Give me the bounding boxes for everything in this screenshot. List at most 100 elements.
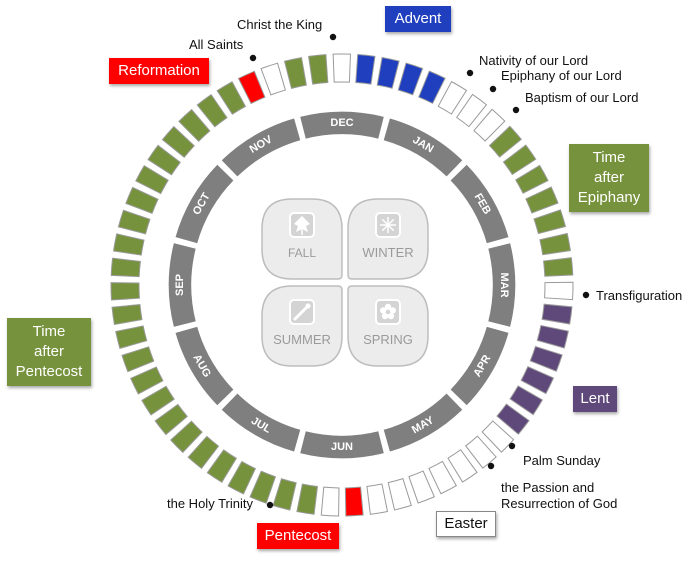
week-segment-42 [115,325,148,350]
leaf-icon [289,212,315,238]
week-segment-24 [447,449,478,483]
week-segment-40 [130,366,164,395]
week-segment-15 [544,281,574,301]
spring-quadrant: SPRING [347,285,429,367]
week-segment-32 [272,478,297,511]
lent-label: Lent [580,390,610,407]
snowflake-icon [375,212,401,238]
week-segment-4 [418,70,446,105]
christ-the-king-note: Christ the King [237,17,323,32]
week-segment-17 [536,324,569,349]
week-segment-12 [533,209,567,235]
fall-quadrant: FALL [261,198,343,280]
week-segment-37 [169,420,203,454]
palm-sunday-dot [508,442,516,450]
month-label-jun: JUN [331,441,353,453]
week-segment-52 [178,108,211,142]
week-segment-25 [428,460,457,495]
week-segment-23 [465,435,497,469]
week-segment-47 [117,209,151,235]
week-segment-34 [227,460,257,495]
month-label-mar: MAR [498,272,510,297]
winter-quadrant: WINTER [347,198,429,280]
transfiguration-note: Transfiguration [596,288,683,303]
epiphany-label-line1: Time [592,149,626,166]
all-saints-dot [249,54,257,62]
week-segment-11 [525,186,559,214]
spring-label: SPRING [363,332,413,347]
week-segment-21 [496,403,530,435]
passion-dot [487,462,495,470]
month-segment-jun [298,429,386,460]
month-segment-nov [219,116,303,179]
week-segment-13 [539,232,571,256]
easter-label: Easter [444,515,488,532]
nativity-dot [466,69,474,77]
pentecost-label-box: Pentecost [257,523,339,549]
summer-label: SUMMER [273,332,331,347]
month-segment-aug [173,324,236,408]
week-segment-51 [161,125,195,158]
month-segment-feb [448,162,511,246]
week-segment-5 [437,80,468,115]
epiphany-dot [489,85,497,93]
pentecost-label: Pentecost [264,527,332,544]
week-segment-19 [520,366,555,395]
after-pentecost-label-line2: after [33,343,64,360]
week-segment-27 [387,478,412,511]
week-segment-30 [320,486,340,517]
week-segment-29 [344,486,364,517]
month-segment-jan [381,116,465,179]
baptism-dot [512,106,520,114]
flower-icon [375,299,401,325]
week-segment-7 [473,108,506,142]
christ-the-king-dot [329,33,337,41]
week-segment-10 [514,164,549,194]
after-pentecost-label-line1: Time [32,323,66,340]
after-pentecost-label-box: Time after Pentecost [7,318,91,386]
week-segment-50 [147,144,181,176]
week-segment-54 [216,81,247,115]
after-pentecost-label-line3: Pentecost [15,363,83,380]
week-segment-9 [502,144,537,176]
transfiguration-dot [582,291,590,299]
month-segment-sep [167,241,198,329]
week-segment-59 [332,53,351,83]
week-segment-49 [135,165,169,195]
month-segment-may [381,391,465,454]
month-segment-apr [448,324,511,408]
week-segment-38 [154,403,188,436]
week-segment-1 [355,54,376,85]
winter-label: WINTER [362,245,413,260]
week-segment-3 [397,62,424,96]
reformation-label: Reformation [118,62,200,79]
month-label-dec: DEC [330,117,353,129]
week-segment-46 [112,233,145,256]
nativity-note: Nativity of our Lord [479,53,589,68]
holy-trinity-dot [266,501,274,509]
week-segment-18 [529,345,563,372]
epiphany-label-line3: Epiphany [577,189,641,206]
advent-label-box: Advent [385,6,451,32]
summer-quadrant: SUMMER [261,285,343,367]
week-segment-8 [488,125,523,158]
season-center: WINTER SPRING SUMMER FALL [261,198,429,367]
month-segment-oct [173,162,236,246]
week-ring [110,53,574,517]
week-segment-43 [111,304,143,326]
reformation-label-box: Reformation [109,58,209,84]
week-segment-6 [456,93,488,128]
week-segment-41 [121,346,155,373]
fall-label: FALL [288,246,316,260]
week-segment-28 [366,483,389,515]
sun-icon [289,299,315,325]
week-segment-36 [187,435,220,470]
festival-dots [249,33,590,509]
week-segment-58 [308,54,329,85]
holy-trinity-note: the Holy Trinity [167,496,253,511]
baptism-note: Baptism of our Lord [525,90,639,105]
week-segment-14 [543,257,574,277]
week-segment-44 [110,282,140,301]
all-saints-note: All Saints [189,37,244,52]
